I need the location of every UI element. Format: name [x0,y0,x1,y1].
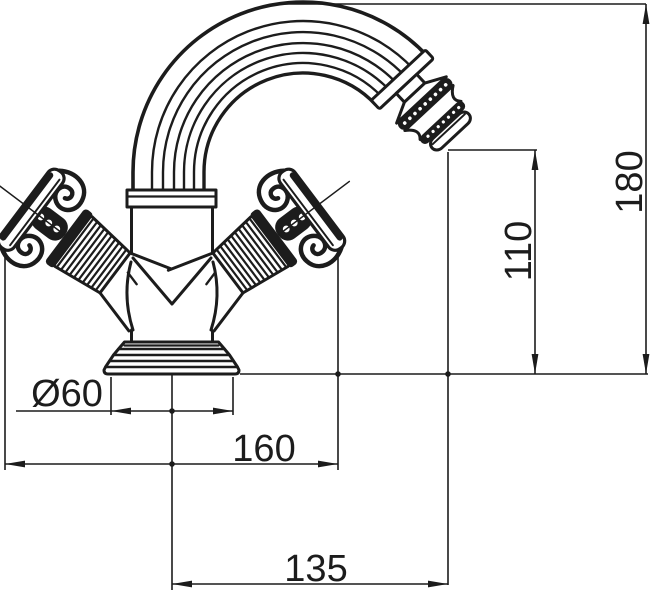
body-neck [125,256,219,332]
handle-axis-line [0,180,74,242]
handle-volute [52,168,87,213]
handle-volute [0,233,45,269]
handle-ribs [55,217,128,292]
dimension-labels: Ø60 160 135 110 180 [31,150,650,590]
arrow-up-icon [642,4,650,24]
body-v-groove [131,256,213,306]
aerator-outlet-face [429,110,472,152]
label-base-diameter: Ø60 [31,373,103,415]
base-outline [102,340,241,376]
arrow-left-icon [172,580,192,588]
junction-dot [335,371,341,377]
dimension-lines [4,3,648,590]
arrow-up-icon [531,150,539,170]
handle-volute [256,168,291,213]
junction-dot [169,461,175,467]
handle-cone-dash [205,271,217,286]
aerator [370,49,472,152]
spout-flute [182,51,392,196]
handle-volute [298,233,344,269]
spout-flute [150,19,415,196]
faucet [0,0,472,376]
arrow-left-icon [5,460,25,468]
handle-cone [100,252,175,331]
body-right-fillet [209,260,219,332]
spout-flute [131,0,430,196]
arrow-down-icon [531,354,539,374]
arrow-right-icon [318,460,338,468]
label-overall-width: 160 [232,428,295,470]
label-overall-height: 180 [609,150,650,213]
spout-flute [161,30,407,196]
junction-dot [445,371,451,377]
base [102,340,241,376]
handle-cone-edges [98,251,177,333]
arrow-left-icon [111,407,131,415]
spout-flute [202,71,378,196]
handle-cone [168,252,243,331]
spout-flute [192,61,384,196]
left-handle [0,167,177,333]
junction-dots [169,371,451,467]
right-handle [166,167,351,333]
arrow-right-icon [213,407,233,415]
bead-dots [402,83,448,125]
arrow-down-icon [642,354,650,374]
arrow-right-icon [428,580,448,588]
handle-ribs [215,217,288,292]
body-collar [125,188,218,209]
dimension-arrowheads [5,4,650,588]
aerator-face-edge [431,113,466,146]
label-spout-reach: 135 [284,548,347,590]
label-spout-height: 110 [498,221,540,282]
handle-axis-line [269,180,351,242]
bead-dots [426,106,461,138]
junction-dot [169,408,175,414]
spout [131,0,430,196]
body-left-fillet [125,260,135,332]
handle-cone-edges [166,251,245,333]
spout-flute [172,41,399,196]
